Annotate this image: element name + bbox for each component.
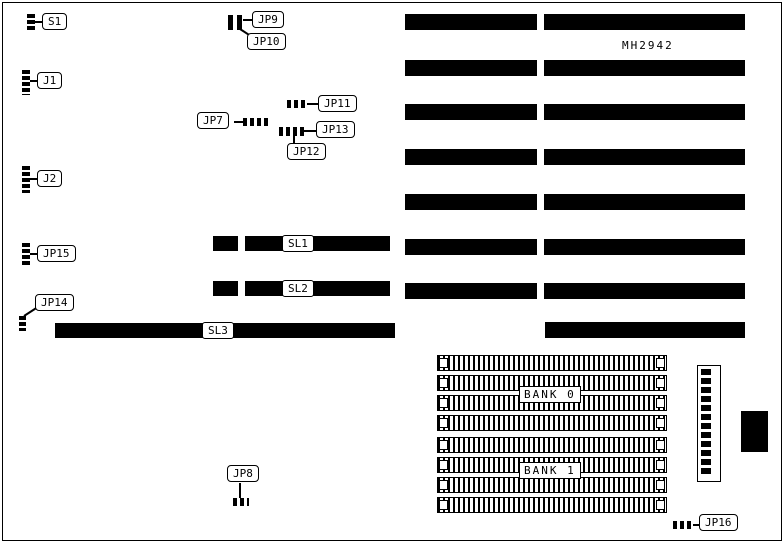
isa-slot-6 bbox=[405, 239, 745, 255]
label-j1: J1 bbox=[37, 72, 63, 89]
jp16-leader-line bbox=[693, 524, 699, 526]
label-jp16: JP16 bbox=[699, 514, 738, 531]
power-connector bbox=[697, 365, 721, 482]
simm-clip bbox=[439, 440, 448, 450]
simm-clip bbox=[656, 398, 665, 408]
isa-slot-7 bbox=[405, 283, 745, 299]
simm-clip bbox=[656, 440, 665, 450]
isa-slot-4 bbox=[405, 149, 745, 165]
j1-connector bbox=[22, 70, 30, 95]
board-part-number: MH2942 bbox=[622, 39, 674, 52]
jp13-jp12-connector bbox=[279, 127, 304, 136]
jp13-leader-line bbox=[304, 130, 316, 132]
jp7-leader-line bbox=[234, 121, 243, 123]
simm-clip bbox=[656, 500, 665, 510]
label-sl1: SL1 bbox=[282, 235, 314, 252]
simm-clip bbox=[656, 480, 665, 490]
simm-clip bbox=[656, 358, 665, 368]
simm-clip bbox=[439, 398, 448, 408]
jp14-connector bbox=[19, 316, 26, 331]
isa-slot-3-notch bbox=[537, 104, 544, 120]
label-jp12: JP12 bbox=[287, 143, 326, 160]
label-j2: J2 bbox=[37, 170, 63, 187]
simm-socket-4 bbox=[437, 415, 667, 431]
jp7-connector bbox=[243, 118, 268, 126]
jp9-leader-line bbox=[243, 19, 252, 21]
sl2-key-notch bbox=[238, 281, 245, 296]
label-jp11: JP11 bbox=[318, 95, 357, 112]
simm-socket-8 bbox=[437, 497, 667, 513]
simm-clip bbox=[656, 378, 665, 388]
simm-socket-7 bbox=[437, 477, 667, 493]
isa-slot-2-notch bbox=[537, 60, 544, 76]
isa-slot-5 bbox=[405, 194, 745, 210]
label-jp7: JP7 bbox=[197, 112, 229, 129]
simm-clip bbox=[439, 358, 448, 368]
jp12-leader-line bbox=[293, 136, 295, 144]
jp9-jp10-connector bbox=[228, 15, 242, 30]
label-bank0: BANK 0 bbox=[519, 386, 581, 403]
jp15-connector bbox=[22, 243, 30, 266]
j2-connector bbox=[22, 166, 30, 193]
label-sl2: SL2 bbox=[282, 280, 314, 297]
simm-clip bbox=[439, 500, 448, 510]
simm-clip bbox=[656, 460, 665, 470]
isa-slot-3 bbox=[405, 104, 745, 120]
simm-socket-5 bbox=[437, 437, 667, 453]
s1-leader-line bbox=[34, 21, 43, 23]
label-jp9: JP9 bbox=[252, 11, 284, 28]
simm-clip bbox=[656, 418, 665, 428]
s1-connector bbox=[27, 14, 35, 31]
isa-slot-6-notch bbox=[537, 239, 544, 255]
isa-slot-2 bbox=[405, 60, 745, 76]
keyboard-connector bbox=[741, 411, 768, 452]
label-sl3: SL3 bbox=[202, 322, 234, 339]
jp11-connector bbox=[287, 100, 307, 108]
jp15-leader-line bbox=[29, 253, 38, 255]
simm-clip bbox=[439, 480, 448, 490]
label-jp10: JP10 bbox=[247, 33, 286, 50]
isa-slot-1 bbox=[405, 14, 745, 30]
simm-clip bbox=[439, 418, 448, 428]
label-jp15: JP15 bbox=[37, 245, 76, 262]
j1-leader-line bbox=[29, 80, 38, 82]
isa-slot-5-notch bbox=[537, 194, 544, 210]
power-connector-pins bbox=[701, 369, 711, 476]
label-bank1: BANK 1 bbox=[519, 462, 581, 479]
jp8-leader-line bbox=[239, 483, 241, 498]
simm-clip bbox=[439, 460, 448, 470]
jp16-connector bbox=[673, 521, 693, 529]
sl1-key-notch bbox=[238, 236, 245, 251]
j2-leader-line bbox=[29, 178, 38, 180]
label-jp14: JP14 bbox=[35, 294, 74, 311]
label-jp13: JP13 bbox=[316, 121, 355, 138]
isa-slot-8-short bbox=[545, 322, 745, 338]
label-s1: S1 bbox=[42, 13, 68, 30]
simm-clip bbox=[439, 378, 448, 388]
jp11-leader-line bbox=[307, 103, 318, 105]
jp8-connector bbox=[233, 498, 249, 506]
simm-socket-1 bbox=[437, 355, 667, 371]
isa-slot-7-notch bbox=[537, 283, 544, 299]
isa-slot-1-notch bbox=[537, 14, 544, 30]
isa-slot-4-notch bbox=[537, 149, 544, 165]
label-jp8: JP8 bbox=[227, 465, 259, 482]
